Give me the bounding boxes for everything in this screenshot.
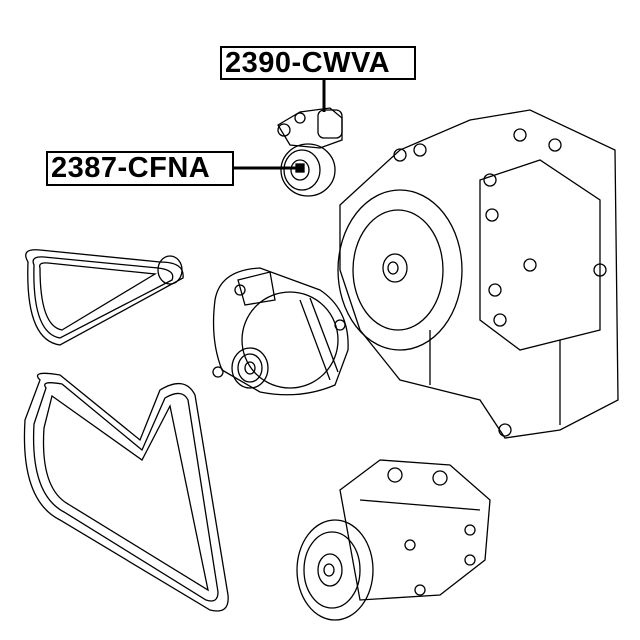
ribbed-belt-small [25, 249, 184, 346]
ac-compressor [296, 459, 491, 621]
part-label-pulley: 2387-CFNA [46, 151, 234, 186]
alternator [212, 267, 349, 396]
part-label-tensioner: 2390-CWVA [220, 46, 416, 80]
leader-pointer [295, 163, 305, 173]
engine-block [337, 109, 619, 439]
tensioner-assembly [277, 107, 343, 197]
ribbed-belt-large [23, 372, 229, 612]
